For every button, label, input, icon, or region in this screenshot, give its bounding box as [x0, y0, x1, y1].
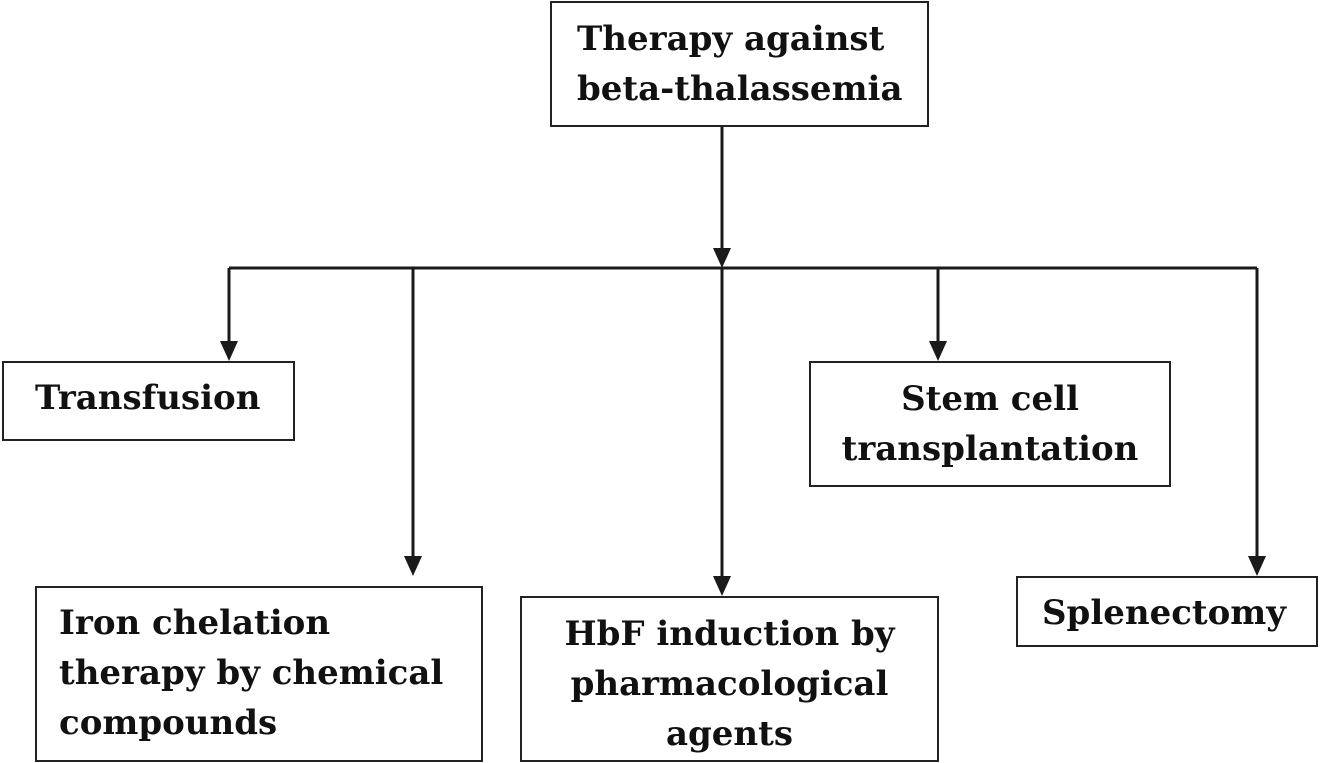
arrowhead-transfusion [220, 341, 238, 361]
node-hbf-induction: HbF induction by pharmacological agents [520, 596, 939, 762]
root-node: Therapy against beta-thalassemia [550, 1, 929, 127]
arrowhead-root [713, 248, 731, 268]
arrowhead-hbf [713, 576, 731, 596]
node-splenectomy: Splenectomy [1016, 576, 1318, 647]
arrowhead-iron [404, 556, 422, 576]
arrowhead-stemcell [929, 341, 947, 361]
node-iron-chelation: Iron chelation therapy by chemical compo… [35, 586, 483, 762]
node-stem-cell-transplantation: Stem cell transplantation [809, 361, 1171, 487]
node-transfusion: Transfusion [2, 361, 295, 441]
arrowhead-splenectomy [1248, 556, 1266, 576]
